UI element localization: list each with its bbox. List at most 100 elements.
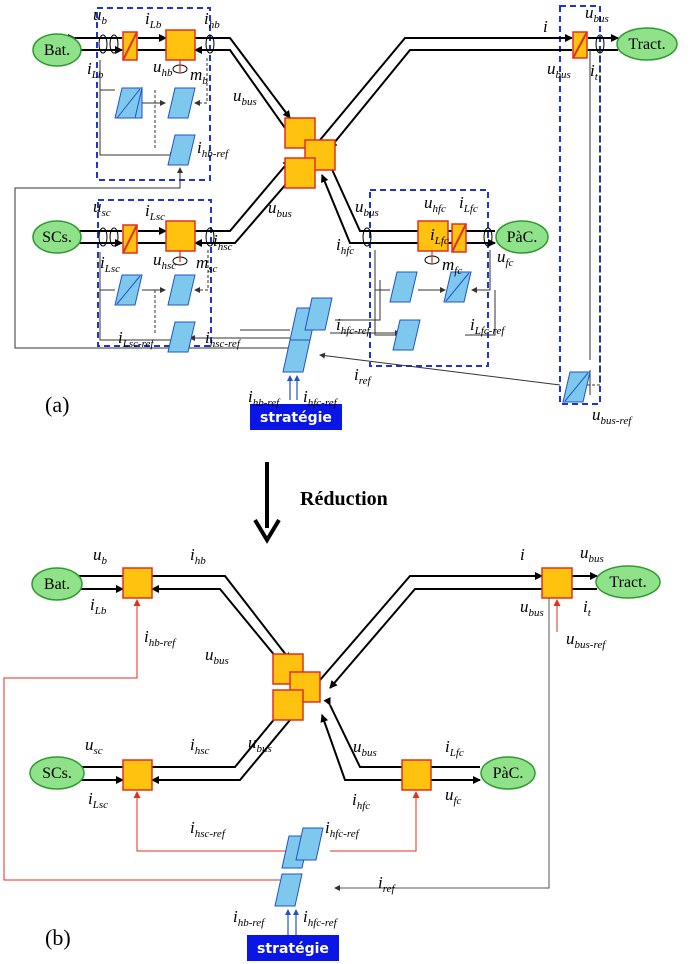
bus-to-sc-b <box>151 707 301 784</box>
scs-label-a: SCs. <box>42 229 72 246</box>
iref-line-b <box>334 580 550 891</box>
panel-a-signal-lines <box>14 50 601 395</box>
pac-label-a: PàC. <box>507 229 538 246</box>
a-label-i-Lfc: iLfc <box>459 193 478 215</box>
a-label-i-hb-ref: ihb-ref <box>197 138 230 160</box>
a-label-u-hsc: uhsc <box>153 250 176 272</box>
a-label-u-bus-ref: ubus-ref <box>592 405 633 427</box>
b-label-i-Lsc: iLsc <box>88 789 108 811</box>
b-label-i-hfc: ihfc <box>352 790 370 812</box>
a-label-i-hsc: ihsc <box>213 231 233 253</box>
fc-to-bus-line <box>320 174 418 244</box>
strategy-label-a: stratégie <box>260 410 332 426</box>
a-label-u-bus-1: ubus <box>233 86 257 108</box>
pac-oval-b <box>480 756 536 790</box>
scs-oval-a <box>32 220 82 254</box>
strategy-label-b: stratégie <box>257 941 329 957</box>
bus-to-tract-line <box>319 34 573 141</box>
b-label-i-hsc-ref: ihsc-ref <box>190 818 227 840</box>
strategy-box-a <box>250 404 342 430</box>
b-label-i-hsc: ihsc <box>190 735 210 757</box>
tract-oval-b <box>595 565 661 599</box>
reduction-arrow-head <box>253 518 281 544</box>
b-label-i-hfc-ref-s: ihfc-ref <box>303 907 339 929</box>
pac-label-b: PàC. <box>493 765 524 782</box>
panel-a-full-diagram: Bat. SCs. PàC. Tract. stratégie (a) ub iL… <box>14 3 678 430</box>
b-label-i-ref: iref <box>378 873 396 895</box>
b-label-i: i <box>520 545 525 564</box>
b-label-i-t: it <box>583 597 592 619</box>
fc-to-bus-b <box>320 714 402 781</box>
a-label-i-trac: i <box>543 17 548 36</box>
panel-b-bus-coupler <box>272 653 321 721</box>
reduction-label: Réduction <box>300 488 388 510</box>
b-label-i-Lfc: iLfc <box>445 737 464 759</box>
b-label-u-bus-3: ubus <box>353 737 377 759</box>
panel-a-controls <box>114 86 591 403</box>
a-label-i-Lb-top: iLb <box>145 9 162 31</box>
panel-b-label: (b) <box>45 925 71 950</box>
bat-label-b: Bat. <box>44 576 70 593</box>
b-label-i-hb: ihb <box>190 545 206 567</box>
b-label-u-bus-ref: ubus-ref <box>566 629 607 651</box>
traction-control-box <box>559 5 601 405</box>
panel-a-inductors <box>122 31 588 254</box>
bat-label-a: Bat. <box>44 42 70 59</box>
b-label-u-bus-t2: ubus <box>520 597 544 619</box>
a-label-m-b: mb <box>190 65 208 87</box>
panel-b-strategy-controls <box>274 827 324 907</box>
a-label-i-hfc-ref-s: ihfc-ref <box>303 387 339 409</box>
reduction-arrow-group: Réduction <box>253 462 388 544</box>
sc-control-box <box>97 199 212 347</box>
sc-to-bus-b <box>152 699 291 768</box>
tract-label-b: Tract. <box>609 574 646 591</box>
strategy-box-b <box>247 935 339 961</box>
a-label-u-bus-t2: ubus <box>547 59 571 81</box>
bus-to-sc-line <box>194 167 301 247</box>
panel-a-bus-coupler <box>284 117 336 189</box>
a-label-u-hfc: uhfc <box>424 193 446 215</box>
a-label-u-bus-t1: ubus <box>585 3 609 25</box>
scs-oval-b <box>29 756 85 790</box>
a-label-i-hb: ihb <box>204 9 220 31</box>
b-label-u-bus-1: ubus <box>205 645 229 667</box>
a-label-u-bus-2: ubus <box>268 198 292 220</box>
tract-to-bus-b <box>329 588 542 689</box>
panel-a-choppers <box>165 29 449 262</box>
panel-b-sources: Bat. SCs. PàC. Tract. <box>29 565 661 790</box>
a-label-m-fc: mfc <box>442 255 462 277</box>
b-label-i-Lb: iLb <box>90 595 107 617</box>
panel-b-choppers <box>122 567 573 791</box>
a-label-i-hfc-ref: ihfc-ref <box>336 315 372 337</box>
a-label-i-Lfc-ref: iLfc-ref <box>470 315 506 337</box>
bus-to-tract-b <box>319 572 543 681</box>
panel-a-sources: Bat. SCs. PàC. Tract. <box>32 27 678 254</box>
battery-control-box <box>96 7 211 181</box>
b-label-i-hb-ref-s: ihb-ref <box>233 907 266 929</box>
panel-a-label: (a) <box>45 392 69 417</box>
panel-b-reference-lines <box>3 599 561 881</box>
tract-label-a: Tract. <box>628 36 665 53</box>
a-label-i-Lb-bot: iLb <box>87 59 104 81</box>
a-label-i-ref: iref <box>354 365 372 387</box>
b-label-u-fc: ufc <box>445 785 462 807</box>
scs-label-b: SCs. <box>42 765 72 782</box>
tract-to-bus-line <box>329 49 572 149</box>
a-label-i-hb-ref-s: ihb-ref <box>248 387 281 409</box>
a-label-u-bus-3: ubus <box>355 197 379 219</box>
b-label-i-hfc-ref: ihfc-ref <box>325 818 361 840</box>
a-label-m-sc: msc <box>196 253 218 275</box>
a-label-u-b: ub <box>93 5 108 27</box>
tract-oval-a <box>616 27 678 61</box>
b-label-u-sc: usc <box>85 735 103 757</box>
pac-oval-a <box>495 220 549 254</box>
a-label-i-t: it <box>590 61 599 83</box>
a-label-i-Lsc-top: iLsc <box>145 201 165 223</box>
a-label-i-Lsc-bot: iLsc <box>100 253 120 275</box>
a-label-i-hfc: ihfc <box>336 235 354 257</box>
bus-to-bat-b <box>151 585 286 669</box>
